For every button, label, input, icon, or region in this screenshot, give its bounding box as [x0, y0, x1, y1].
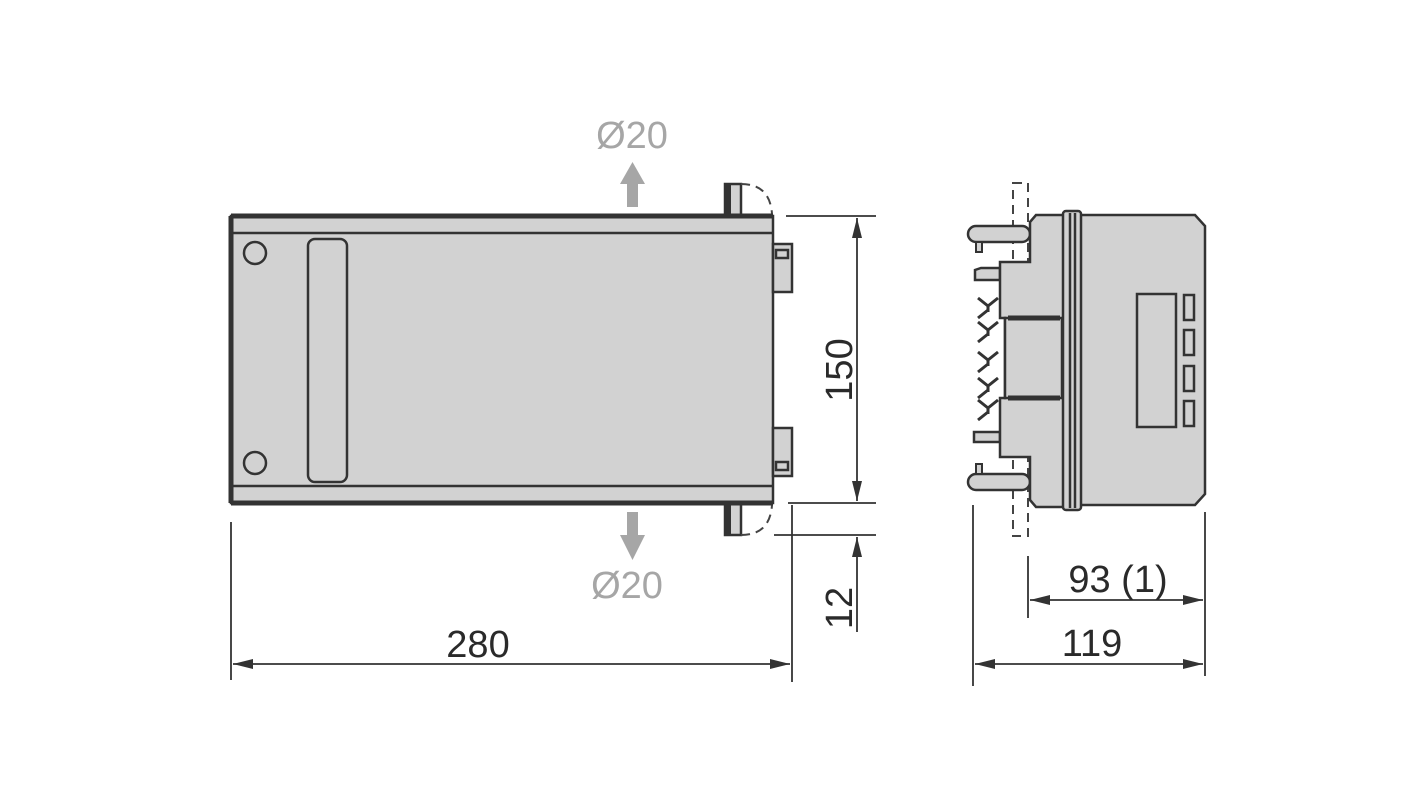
handle-slot: [306, 237, 349, 484]
airflow-top-label: Ø20: [596, 115, 668, 157]
led-icon: [1182, 399, 1196, 428]
dimension-clearance: 12: [774, 534, 876, 632]
top-mounting-clip: [723, 182, 773, 218]
svg-text:150: 150: [819, 338, 861, 401]
bottom-mounting-clip: [723, 501, 773, 537]
dimension-height: 150: [786, 215, 876, 504]
screw-hole-bottom: [242, 450, 268, 476]
svg-text:280: 280: [446, 624, 509, 666]
indicator-leds: [1182, 293, 1196, 428]
side-connector-bottom: [771, 426, 794, 478]
led-icon: [1182, 293, 1196, 322]
airflow-bottom-label: Ø20: [591, 565, 663, 607]
led-icon: [1182, 364, 1196, 393]
dimension-depth-body: 93 (1): [1027, 512, 1206, 676]
svg-text:12: 12: [819, 587, 861, 629]
side-view: 93 (1) 119: [966, 182, 1207, 686]
terminal-pins: [966, 224, 1032, 492]
side-connector-top: [771, 242, 794, 294]
svg-text:93 (1): 93 (1): [1068, 559, 1167, 601]
airflow-down-arrow-icon: [620, 512, 645, 560]
side-body-front: [1078, 213, 1207, 507]
airflow-up-arrow-icon: [620, 162, 645, 207]
dimension-depth-total: 119: [972, 505, 1203, 686]
dimension-width: 280: [230, 505, 793, 682]
screw-hole-top: [242, 240, 268, 266]
front-view: Ø20 Ø20 280 150 12: [228, 115, 876, 682]
flange: [1061, 209, 1083, 512]
led-icon: [1182, 328, 1196, 357]
front-body: [229, 214, 775, 505]
svg-text:119: 119: [1062, 623, 1123, 665]
display-window: [1135, 292, 1178, 429]
